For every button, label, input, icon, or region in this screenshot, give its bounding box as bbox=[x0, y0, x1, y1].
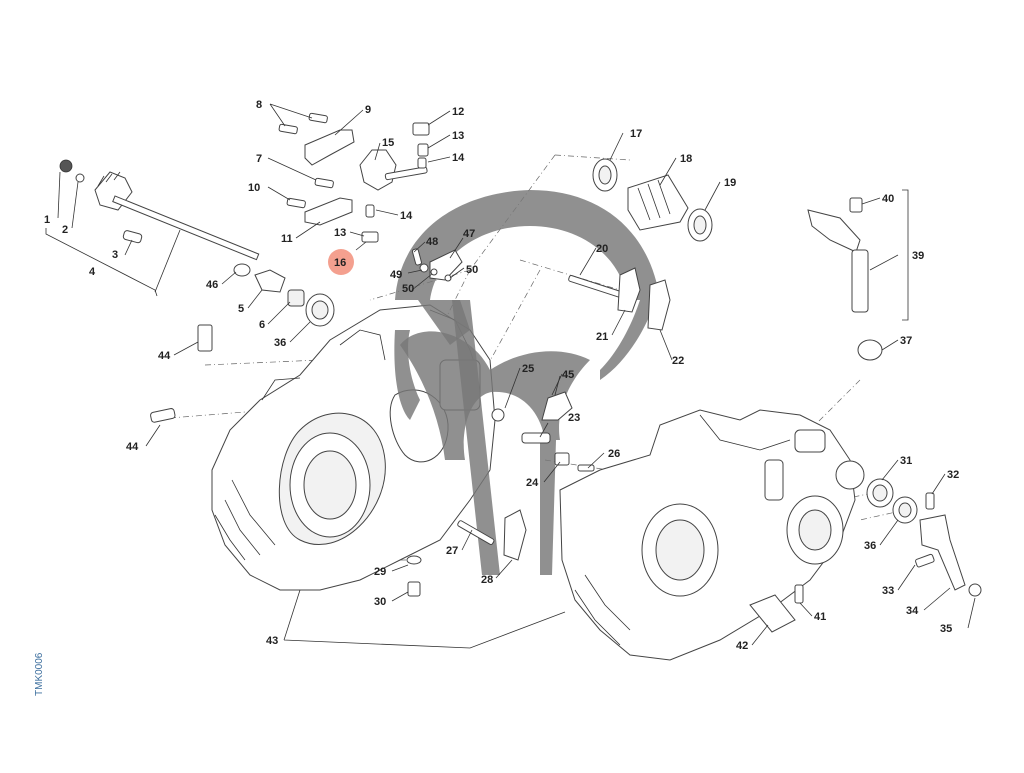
callout-34: 34 bbox=[906, 605, 919, 617]
callout-labels: 1 2 3 4 5 6 7 8 9 10 11 12 13 13 14 14 1… bbox=[44, 99, 959, 652]
callout-3: 3 bbox=[112, 249, 118, 261]
callout-49: 49 bbox=[390, 269, 402, 281]
callout-33: 33 bbox=[882, 585, 894, 597]
callout-14-lower: 14 bbox=[400, 210, 413, 222]
callout-30: 30 bbox=[374, 596, 386, 608]
gearbox-shaft-parts bbox=[406, 158, 713, 597]
diagram-code-text: TMK0006 bbox=[34, 652, 45, 696]
callout-42: 42 bbox=[736, 640, 748, 652]
callout-35: 35 bbox=[940, 623, 952, 635]
callout-2: 2 bbox=[62, 224, 68, 236]
callout-28: 28 bbox=[481, 574, 493, 586]
selector-drum-parts bbox=[278, 112, 463, 282]
callout-8: 8 bbox=[256, 99, 262, 111]
callout-40: 40 bbox=[882, 193, 894, 205]
callout-25: 25 bbox=[522, 363, 534, 375]
callout-22: 22 bbox=[672, 355, 684, 367]
callout-20: 20 bbox=[596, 243, 608, 255]
callout-46: 46 bbox=[206, 279, 218, 291]
callout-10: 10 bbox=[248, 182, 260, 194]
callout-19: 19 bbox=[724, 177, 736, 189]
callout-44-upper: 44 bbox=[158, 350, 171, 362]
callout-23: 23 bbox=[568, 412, 580, 424]
callout-13-upper: 13 bbox=[452, 130, 464, 142]
watermark-logo bbox=[394, 190, 660, 575]
callout-44-lower: 44 bbox=[126, 441, 139, 453]
highlight-marker bbox=[328, 249, 354, 275]
callout-41: 41 bbox=[814, 611, 826, 623]
callout-36-right: 36 bbox=[864, 540, 876, 552]
callout-6: 6 bbox=[259, 319, 265, 331]
callout-48: 48 bbox=[426, 236, 438, 248]
callout-leader-lines bbox=[45, 103, 976, 649]
callout-16-highlighted: 16 bbox=[334, 257, 346, 269]
callout-50-left: 50 bbox=[402, 283, 414, 295]
callout-47: 47 bbox=[463, 228, 475, 240]
right-crankcase-half bbox=[559, 409, 865, 661]
diagram-code: TMK0006 bbox=[34, 652, 45, 696]
callout-43: 43 bbox=[266, 635, 278, 647]
callout-50-right: 50 bbox=[466, 264, 478, 276]
callout-31: 31 bbox=[900, 455, 912, 467]
callout-1: 1 bbox=[44, 214, 50, 226]
callout-11: 11 bbox=[281, 233, 293, 245]
callout-7: 7 bbox=[256, 153, 262, 165]
callout-18: 18 bbox=[680, 153, 692, 165]
callout-17: 17 bbox=[630, 128, 642, 140]
callout-9: 9 bbox=[365, 104, 371, 116]
callout-12: 12 bbox=[452, 106, 464, 118]
callout-26: 26 bbox=[608, 448, 620, 460]
gear-shift-shaft-assembly bbox=[59, 159, 335, 423]
callout-39: 39 bbox=[912, 250, 924, 262]
callout-14-upper: 14 bbox=[452, 152, 465, 164]
callout-4: 4 bbox=[89, 266, 96, 278]
callout-29: 29 bbox=[374, 566, 386, 578]
kickstart-and-right-parts bbox=[749, 197, 982, 633]
callout-27: 27 bbox=[446, 545, 458, 557]
callout-5: 5 bbox=[238, 303, 244, 315]
callout-24: 24 bbox=[526, 477, 539, 489]
callout-13-lower: 13 bbox=[334, 227, 346, 239]
callout-15: 15 bbox=[382, 137, 394, 149]
callout-32: 32 bbox=[947, 469, 959, 481]
callout-36-left: 36 bbox=[274, 337, 286, 349]
callout-45: 45 bbox=[562, 369, 574, 381]
callout-37: 37 bbox=[900, 335, 912, 347]
callout-21: 21 bbox=[596, 331, 608, 343]
